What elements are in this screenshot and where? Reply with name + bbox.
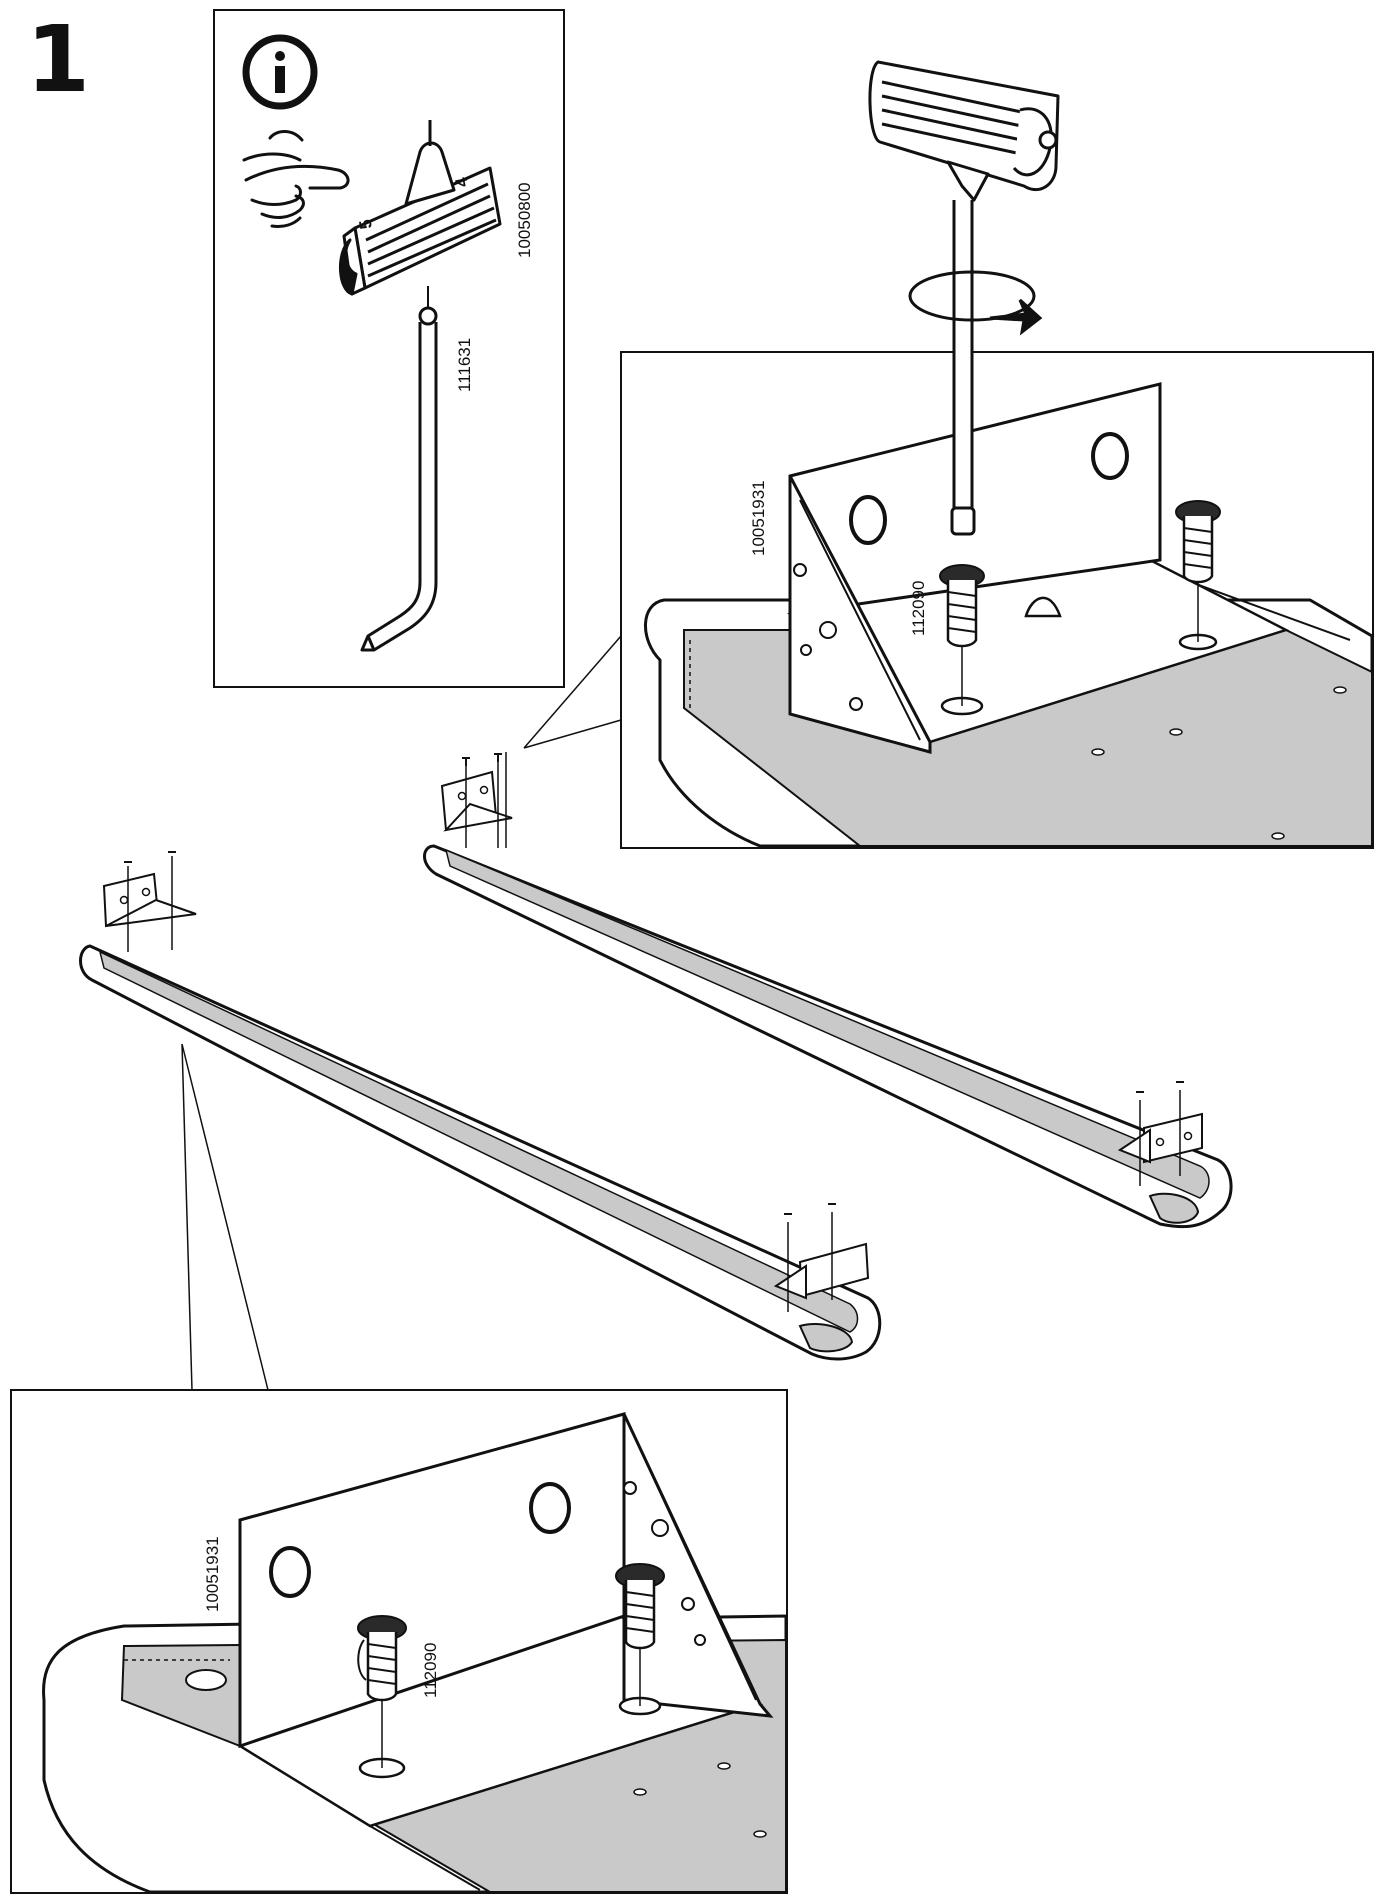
rotate-clockwise-arrow-icon xyxy=(908,270,1043,336)
t-handle-allen-key-icon xyxy=(868,60,1060,536)
svg-text:5: 5 xyxy=(356,218,376,231)
bottom-bracket-part-number: 10051931 xyxy=(203,1536,222,1612)
info-panel: 5 4 10050800 111631 xyxy=(213,9,565,688)
bottom-screw-part-number: 112090 xyxy=(421,1643,440,1698)
screw-icon xyxy=(939,564,985,706)
pointing-hand-icon xyxy=(242,130,350,228)
tool-part-number: 10050800 xyxy=(515,182,534,258)
t-handle-tool-icon: 5 4 xyxy=(338,120,502,296)
screw-icon xyxy=(615,1563,665,1706)
rail-front xyxy=(79,851,882,1361)
top-detail-panel: 10051931 112090 xyxy=(620,351,1374,849)
top-screw-part-number: 112090 xyxy=(909,581,928,636)
allen-key-icon xyxy=(360,306,438,652)
svg-text:4: 4 xyxy=(451,175,471,188)
bottom-detail-panel: 10051931 112090 xyxy=(10,1389,788,1894)
step-number: 1 xyxy=(26,6,91,113)
rail-back xyxy=(423,752,1233,1229)
info-icon xyxy=(242,34,318,110)
screw-icon xyxy=(1175,500,1221,642)
top-bracket-part-number: 10051931 xyxy=(749,480,768,556)
key-part-number: 111631 xyxy=(455,338,474,392)
screw-icon xyxy=(357,1615,407,1768)
